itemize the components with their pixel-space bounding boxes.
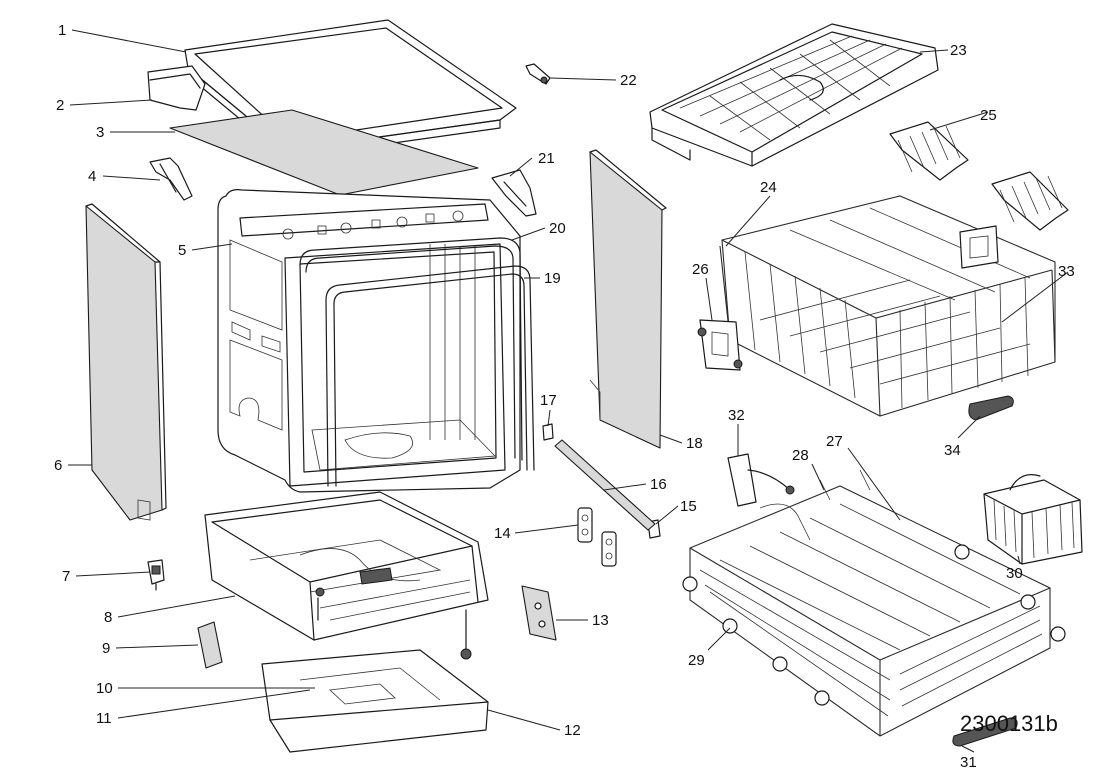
label-18: 18 xyxy=(686,435,703,452)
label-1: 1 xyxy=(58,22,66,39)
label-11: 11 xyxy=(96,710,112,727)
part-8-base xyxy=(204,491,489,641)
label-2: 2 xyxy=(56,97,64,114)
leader-lines xyxy=(68,29,1069,753)
part-30-cutlery-basket xyxy=(983,474,1083,565)
label-10: 10 xyxy=(96,680,113,697)
label-24: 24 xyxy=(760,179,777,196)
label-21: 21 xyxy=(538,150,555,167)
part-20-door-seal xyxy=(299,237,523,461)
part-number-labels: 1 2 3 4 5 6 7 8 9 10 11 12 13 14 15 16 1… xyxy=(54,22,1075,771)
label-16: 16 xyxy=(650,476,667,493)
label-15: 15 xyxy=(680,498,697,515)
part-12-kick-plate xyxy=(261,649,489,753)
label-5: 5 xyxy=(178,242,186,259)
label-29: 29 xyxy=(688,652,705,669)
label-27: 27 xyxy=(826,433,843,450)
label-13: 13 xyxy=(592,612,609,629)
label-30: 30 xyxy=(1006,565,1023,582)
part-26-adjuster xyxy=(697,319,743,371)
label-23: 23 xyxy=(950,42,967,59)
part-22-clip xyxy=(525,63,551,85)
part-4-bracket xyxy=(149,157,193,201)
label-6: 6 xyxy=(54,457,62,474)
label-31: 31 xyxy=(960,754,977,771)
label-7: 7 xyxy=(62,568,70,585)
label-19: 19 xyxy=(544,270,561,287)
part-16-strip xyxy=(554,439,656,531)
part-7-valve xyxy=(147,559,165,591)
label-3: 3 xyxy=(96,124,104,141)
label-4: 4 xyxy=(88,168,96,185)
part-6-left-side-panel xyxy=(85,203,167,521)
part-31-handle xyxy=(952,717,1018,747)
label-28: 28 xyxy=(792,447,809,464)
label-17: 17 xyxy=(540,392,557,409)
label-8: 8 xyxy=(104,609,112,626)
part-3-insulation-sheet xyxy=(169,109,479,196)
drawing-code: 2300131b xyxy=(960,711,1058,736)
part-23-cutlery-tray xyxy=(649,23,939,167)
part-21-bracket xyxy=(491,169,537,217)
label-14: 14 xyxy=(494,525,511,542)
label-25: 25 xyxy=(980,107,997,124)
label-12: 12 xyxy=(564,722,581,739)
part-13-plate xyxy=(521,585,557,641)
part-9-cover-plate xyxy=(197,621,223,669)
label-20: 20 xyxy=(549,220,566,237)
label-26: 26 xyxy=(692,261,709,278)
part-2-rear-cover xyxy=(147,65,206,111)
part-24-upper-basket xyxy=(719,195,1056,417)
part-17-small-clip xyxy=(542,423,554,441)
part-5-cabinet xyxy=(217,189,521,493)
label-33: 33 xyxy=(1058,263,1075,280)
part-25-rack-inserts xyxy=(889,121,1069,231)
label-32: 32 xyxy=(728,407,745,424)
part-32-tube xyxy=(727,453,795,507)
part-19-gasket xyxy=(325,265,535,487)
part-34-handle xyxy=(968,395,1014,421)
label-34: 34 xyxy=(944,442,961,459)
label-9: 9 xyxy=(102,640,110,657)
part-14-hinges xyxy=(577,507,617,567)
part-18-right-side-panel xyxy=(589,149,667,449)
part-27-28-lower-basket xyxy=(682,469,1066,737)
label-22: 22 xyxy=(620,72,637,89)
